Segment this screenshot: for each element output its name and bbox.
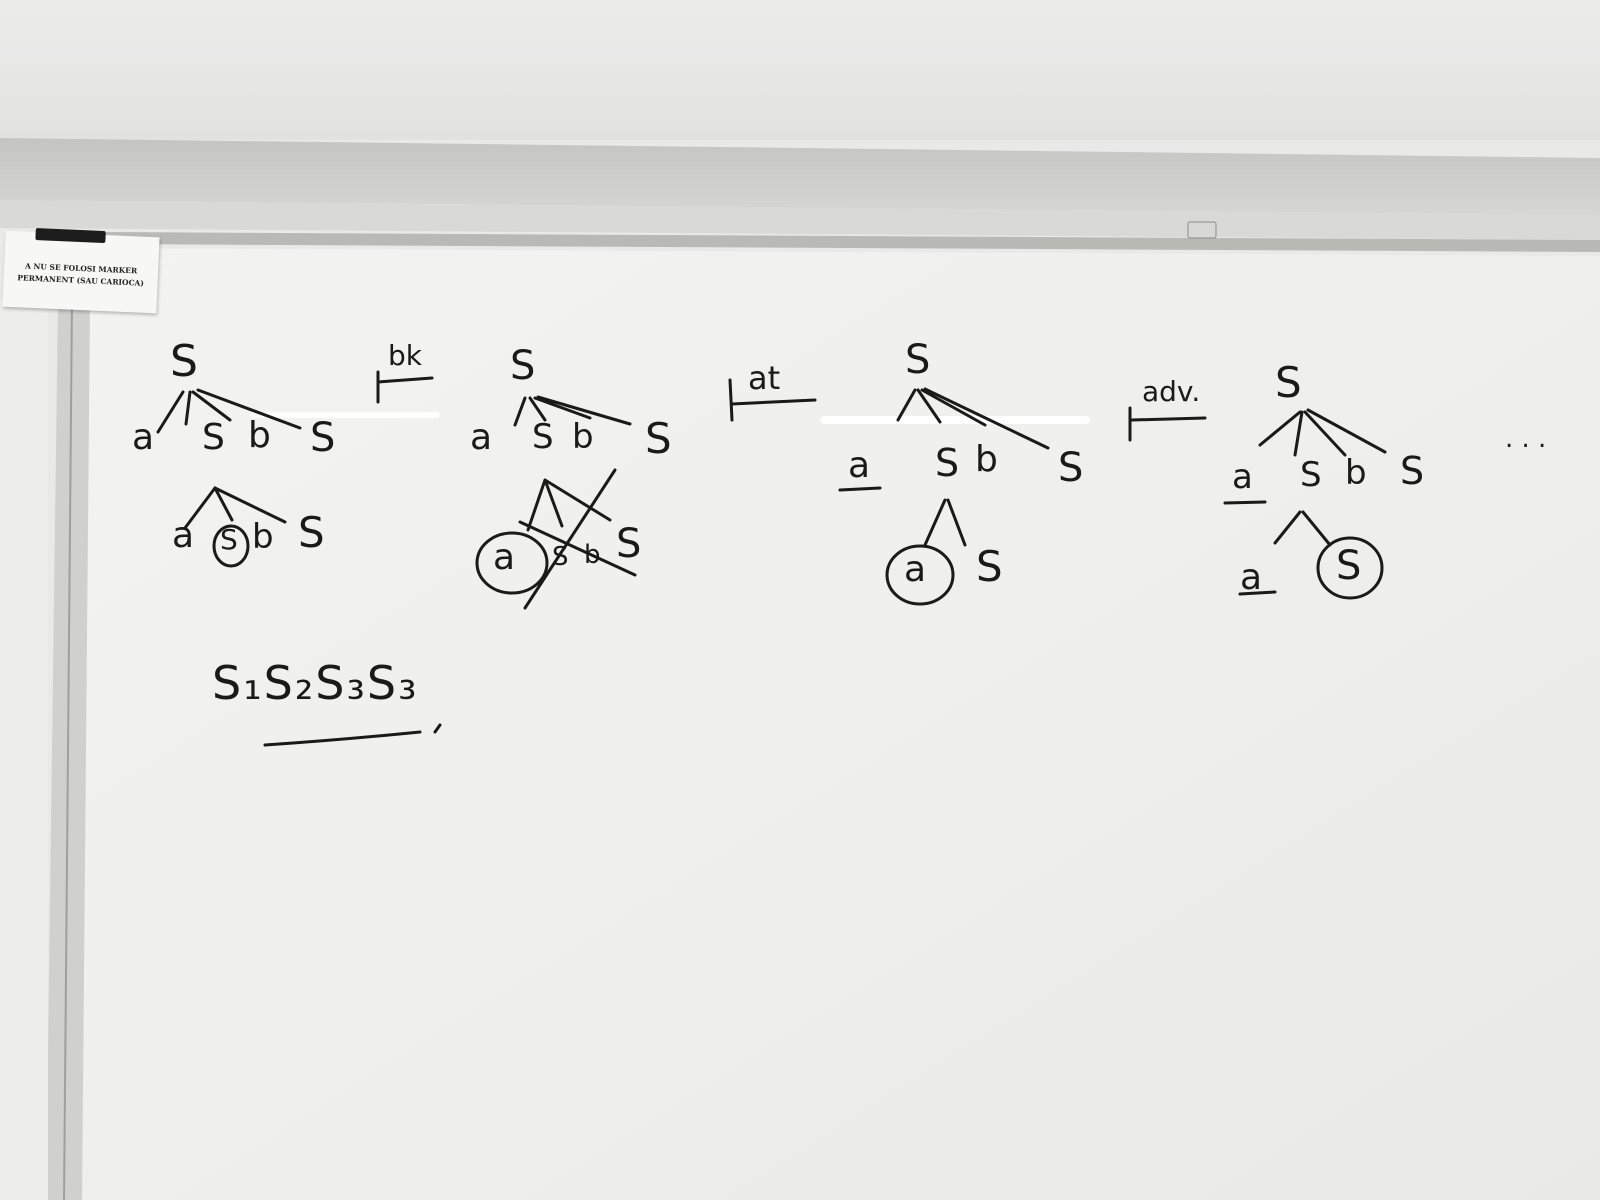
tree2-sub-b: b xyxy=(584,540,601,570)
tree2-root: S xyxy=(510,343,536,389)
warning-sign: A NU SE FOLOSI MARKER PERMANENT (SAU CAR… xyxy=(2,227,160,314)
tree3-child-s2: S xyxy=(1058,445,1084,491)
board-top-rail xyxy=(95,232,1600,252)
tree2-sub-a: a xyxy=(493,537,516,578)
arrow-label-at: at xyxy=(748,359,781,397)
tree3-child-b: b xyxy=(975,439,998,480)
tree2-child-s2: S xyxy=(645,414,672,463)
tree4-sub-a: a xyxy=(1240,557,1263,598)
tree3-sub-s: S xyxy=(976,542,1003,591)
tree1-sub-s: S xyxy=(220,523,238,556)
marker-strokes xyxy=(156,370,1387,747)
tree2-child-b: b xyxy=(572,417,594,457)
string-s1-s2-s3-s3: S₁S₂S₃S₃ xyxy=(212,656,419,710)
whiteboard-surface xyxy=(78,248,1600,1200)
wall xyxy=(0,0,1600,140)
tree1-root: S xyxy=(170,336,198,387)
tree1-child-s: S xyxy=(202,417,225,458)
tape xyxy=(35,227,106,244)
tree2-sub-s: S xyxy=(552,542,569,572)
tree2-child-a: a xyxy=(470,417,493,458)
tree4-child-a: a xyxy=(1232,457,1253,497)
arrow-label-adv: adv. xyxy=(1142,375,1201,408)
tree1-sub-a: a xyxy=(172,515,195,556)
tree3-child-s: S xyxy=(935,441,960,485)
tree4-child-b: b xyxy=(1345,453,1367,493)
tree1-child-s2: S xyxy=(310,415,336,461)
tree3-sub-a: a xyxy=(904,549,927,590)
tree4-sub-s: S xyxy=(1336,543,1362,589)
tree4-child-s2: S xyxy=(1400,449,1425,493)
tree1-child-a: a xyxy=(132,417,155,458)
tree2-child-s: S xyxy=(532,417,554,457)
tree4-root: S xyxy=(1275,358,1302,407)
tree1-sub-b: b xyxy=(252,517,274,557)
tree2-sub-s2: S xyxy=(616,521,642,567)
ceiling-beam xyxy=(0,138,1600,215)
tree3-child-a: a xyxy=(848,445,871,486)
tree3-root: S xyxy=(905,337,931,383)
ellipsis: . . . xyxy=(1505,424,1547,454)
tree1-child-b: b xyxy=(248,415,271,456)
tree1-sub-s2: S xyxy=(298,508,325,557)
tree4-child-s: S xyxy=(1300,455,1322,495)
arrow-label-bk: bk xyxy=(388,339,422,372)
